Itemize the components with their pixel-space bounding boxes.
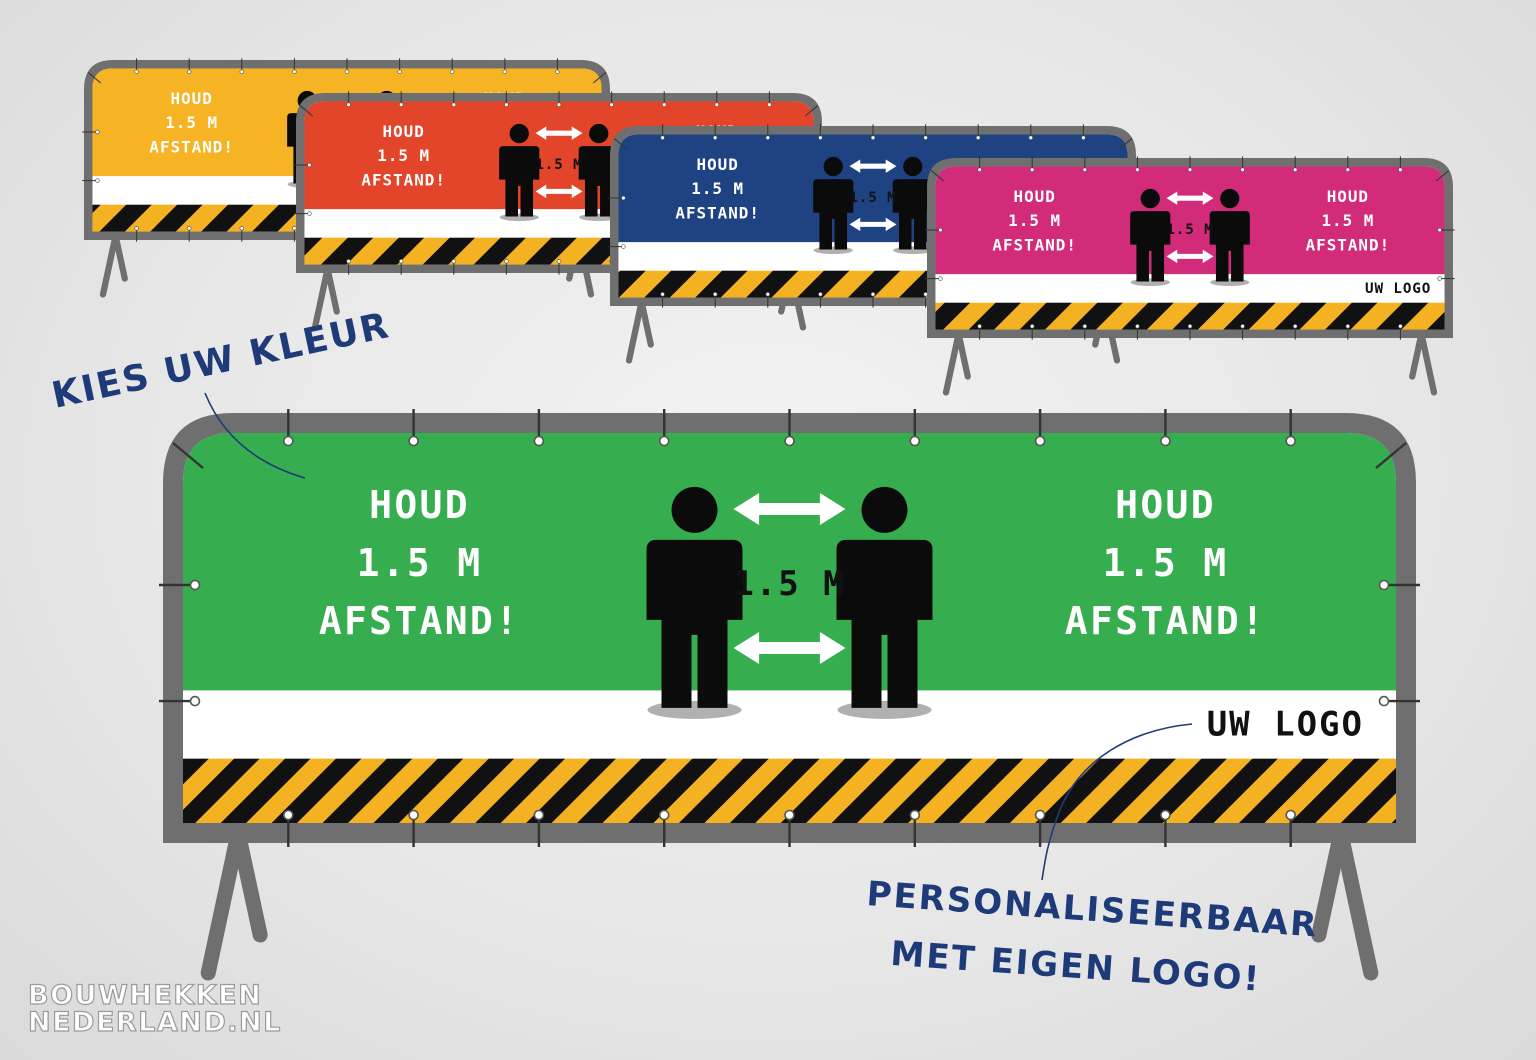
fence-blue-person-left <box>813 156 854 255</box>
fence-pink-arrow-top <box>1166 191 1214 205</box>
fence-blue-distance-label: 1.5 M <box>849 190 896 206</box>
fence-green-message-left-1: HOUD <box>369 483 470 527</box>
fence-green: HOUD 1.5 M AFSTAND! HOUD 1.5 M AFSTAND! 1.5 M U… <box>159 409 1420 981</box>
fence-red-message-left-2: 1.5 M <box>377 146 430 165</box>
fence-blue-message-left-2: 1.5 M <box>691 179 744 198</box>
fence-pink-message-right-2: 1.5 M <box>1321 211 1374 230</box>
fence-pink-message-right-3: AFSTAND! <box>1306 236 1391 255</box>
fence-green-person-left <box>646 486 743 719</box>
fence-green-message-right-2: 1.5 M <box>1103 541 1229 585</box>
fence-pink-person-right <box>1209 188 1250 287</box>
fence-pink-arrow-bottom <box>1166 249 1214 264</box>
fence-pink-logo-placeholder: UW LOGO <box>1365 281 1431 297</box>
fence-pink-person-left <box>1130 188 1171 287</box>
fence-green-message-left-2: 1.5 M <box>357 541 483 585</box>
fence-pink: HOUD 1.5 M AFSTAND! HOUD 1.5 M AFSTAND! 1.5 M U… <box>925 156 1455 396</box>
fence-green-distance-label: 1.5 M <box>733 564 845 604</box>
fence-blue-arrow-top <box>849 159 897 173</box>
annotation-choose-color-text: KIES UW KLEUR <box>48 305 393 417</box>
fence-pink-message-right-1: HOUD <box>1327 187 1369 206</box>
fence-red-arrow-bottom <box>535 184 583 199</box>
fence-green-banner: HOUD 1.5 M AFSTAND! HOUD 1.5 M AFSTAND! 1.5 M U… <box>183 433 1396 823</box>
fence-green-person-right <box>836 486 933 719</box>
fence-blue-arrow-bottom <box>849 217 897 232</box>
annotation-personalize-line-2: MET EIGEN LOGO! <box>889 934 1262 1000</box>
fence-pink-message-left-1: HOUD <box>1014 187 1056 206</box>
brand-logo: BOUWHEKKEN NEDERLAND.NL <box>27 979 282 1038</box>
fence-yellow-message-left-2: 1.5 M <box>165 113 218 132</box>
fence-green-arrow-top <box>733 493 846 525</box>
fence-pink-banner: HOUD 1.5 M AFSTAND! HOUD 1.5 M AFSTAND! 1.5 M U… <box>935 166 1445 330</box>
fence-green-message-right-1: HOUD <box>1115 483 1216 527</box>
fence-red-person-left <box>499 123 540 222</box>
fence-green-logo-placeholder: UW LOGO <box>1207 704 1364 744</box>
fence-green-message-left-3: AFSTAND! <box>319 599 520 643</box>
fence-yellow-message-left-1: HOUD <box>171 89 213 108</box>
fence-blue-person-right <box>892 156 933 255</box>
fence-yellow-message-left-3: AFSTAND! <box>149 138 234 157</box>
fence-blue-message-left-1: HOUD <box>697 155 739 174</box>
fence-pink-message-left-3: AFSTAND! <box>992 236 1077 255</box>
fence-blue-message-left-3: AFSTAND! <box>675 204 760 223</box>
fence-red-message-left-3: AFSTAND! <box>361 171 446 190</box>
fence-red-arrow-top <box>535 126 583 140</box>
annotation-personalize-line-1: PERSONALISEERBAAR <box>865 874 1319 945</box>
fence-green-message-right-3: AFSTAND! <box>1065 599 1266 643</box>
fence-pink-distance-label: 1.5 M <box>1166 222 1213 238</box>
fence-red-distance-label: 1.5 M <box>535 157 582 173</box>
fence-red-message-left-1: HOUD <box>383 122 425 141</box>
fence-pink-message-left-2: 1.5 M <box>1008 211 1061 230</box>
brand-line-1: BOUWHEKKEN <box>28 980 262 1011</box>
brand-line-2: NEDERLAND.NL <box>28 1007 282 1038</box>
fence-red-person-right <box>578 123 619 222</box>
fence-green-arrow-bottom <box>733 632 846 664</box>
